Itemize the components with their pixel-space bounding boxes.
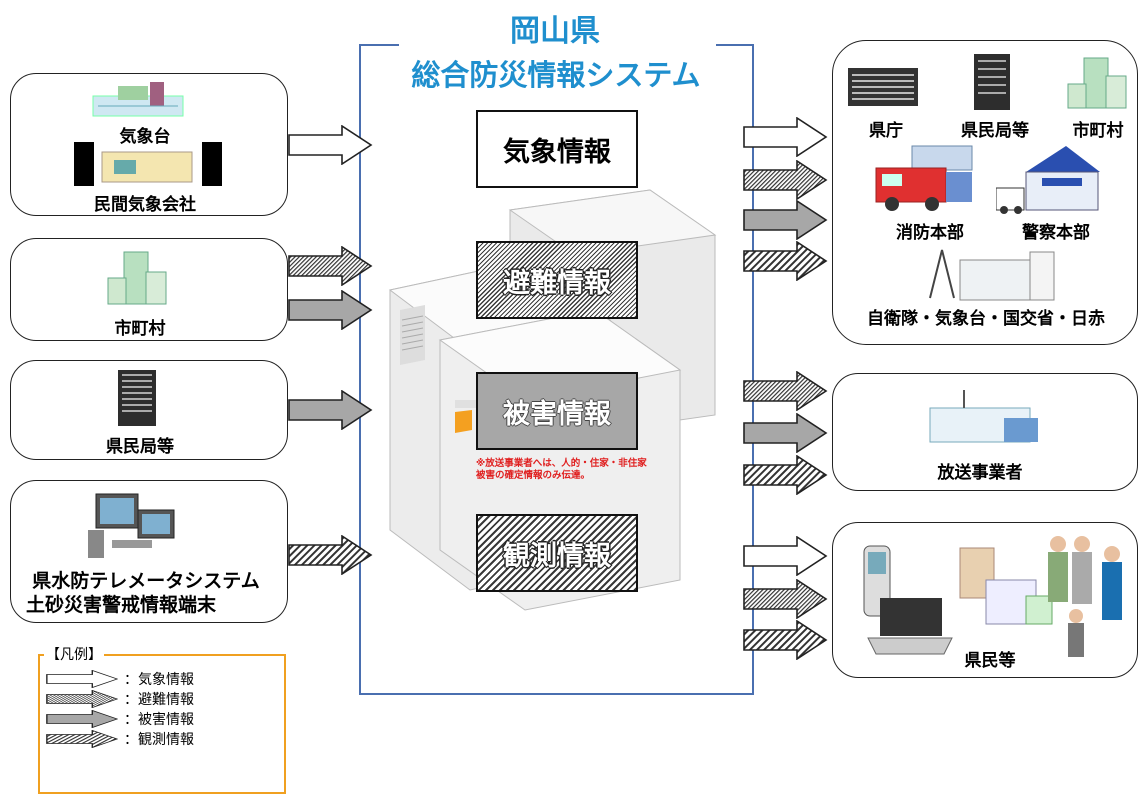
bureau-icon (974, 54, 1010, 110)
legend-weather-arrow (46, 670, 118, 688)
destination-fire-hq-label: 消防本部 (896, 223, 964, 243)
arrow-weather-out-1 (742, 117, 828, 157)
prefecture-office-icon (848, 68, 918, 106)
source-telemeter-label-line1: 県水防テレメータシステム (32, 570, 260, 592)
damage-note: ※放送事業者へは、人的・住家・非住家 被害の確定情報のみ伝達。 (476, 458, 647, 482)
destination-prefecture-office-label: 県庁 (869, 121, 903, 141)
fire-truck-icon (875, 145, 973, 211)
system-frame (359, 45, 754, 695)
destination-police-hq-label: 警察本部 (1022, 223, 1090, 243)
legend-weather-label: ：気象情報 (124, 672, 194, 688)
source-box-telemeter (10, 480, 288, 623)
legend-title: 【凡例】 (44, 644, 104, 664)
building-icon (92, 82, 184, 117)
info-observation: 観測情報 (476, 514, 638, 592)
legend-row-observation: ：観測情報 (46, 730, 194, 748)
source-jma-label: 気象台 (119, 127, 171, 147)
arrow-damage-in (287, 290, 373, 330)
destination-residents-label: 県民等 (964, 651, 1016, 671)
legend-row-evacuation: ：避難情報 (46, 690, 194, 708)
arrow-weather-out-3 (742, 536, 828, 576)
system-frame-top-right (716, 44, 754, 46)
legend-damage-arrow (46, 710, 118, 728)
legend-row-damage: ：被害情報 (46, 710, 194, 728)
damage-note-line2: 被害の確定情報のみ伝達。 (476, 470, 591, 481)
arrow-evacuation-out-1 (742, 160, 828, 200)
laptop-icon (867, 598, 953, 655)
source-private-weather-label: 民間気象会社 (94, 195, 196, 215)
office-building-icon (74, 142, 222, 186)
destination-agencies-label: 自衛隊・気象台・国交省・日赤 (867, 309, 1105, 329)
arrow-weather-in (287, 125, 373, 165)
broadcast-station-icon (929, 390, 1038, 443)
damage-note-line1: ※放送事業者へは、人的・住家・非住家 (476, 458, 647, 469)
legend-evacuation-arrow (46, 690, 118, 708)
police-station-icon (996, 146, 1100, 214)
arrow-observation-out-2 (742, 455, 828, 495)
destination-bureau-label: 県民局等 (961, 121, 1029, 141)
arrow-observation-in (287, 535, 373, 575)
info-evacuation: 避難情報 (476, 241, 638, 319)
legend: 【凡例】 ：気象情報 ：避難情報 ：被害情報 ：観測情報 (38, 644, 286, 794)
computer-icon (88, 493, 175, 558)
info-damage: 被害情報 (476, 372, 638, 450)
destination-broadcasters-label: 放送事業者 (937, 463, 1023, 483)
arrow-observation-out-1 (742, 241, 828, 281)
arrow-damage-out-2 (742, 413, 828, 453)
houses-icon (959, 547, 1053, 625)
legend-observation-label: ：観測情報 (124, 732, 194, 748)
source-municipality-label: 市町村 (114, 319, 166, 339)
source-bureau-label: 県民局等 (106, 437, 174, 457)
system-title-line1: 岡山県 (510, 14, 600, 49)
municipality-icon (1067, 57, 1127, 109)
legend-row-weather: ：気象情報 (46, 670, 194, 688)
system-frame-top-left (359, 44, 399, 46)
arrow-observation-out-3 (742, 620, 828, 660)
legend-evacuation-label: ：避難情報 (124, 692, 194, 708)
source-telemeter-label-line2: 土砂災害警戒情報端末 (26, 594, 217, 616)
city-hall-icon (107, 251, 167, 305)
facility-icon (929, 249, 1055, 301)
bureau-building-icon (118, 370, 156, 426)
source-box-weather (10, 73, 288, 216)
info-weather: 気象情報 (476, 110, 638, 188)
arrow-evacuation-out-2 (742, 371, 828, 411)
arrow-damage-out-1 (742, 200, 828, 240)
legend-damage-label: ：被害情報 (124, 712, 194, 728)
arrow-evacuation-in (287, 246, 373, 286)
arrow-damage-in-bureau (287, 390, 373, 430)
legend-observation-arrow (46, 730, 118, 748)
people-icon (1048, 536, 1122, 657)
arrow-evacuation-out-3 (742, 579, 828, 619)
system-title-line2: 総合防災情報システム (396, 52, 716, 94)
destination-municipality-label: 市町村 (1072, 121, 1124, 141)
